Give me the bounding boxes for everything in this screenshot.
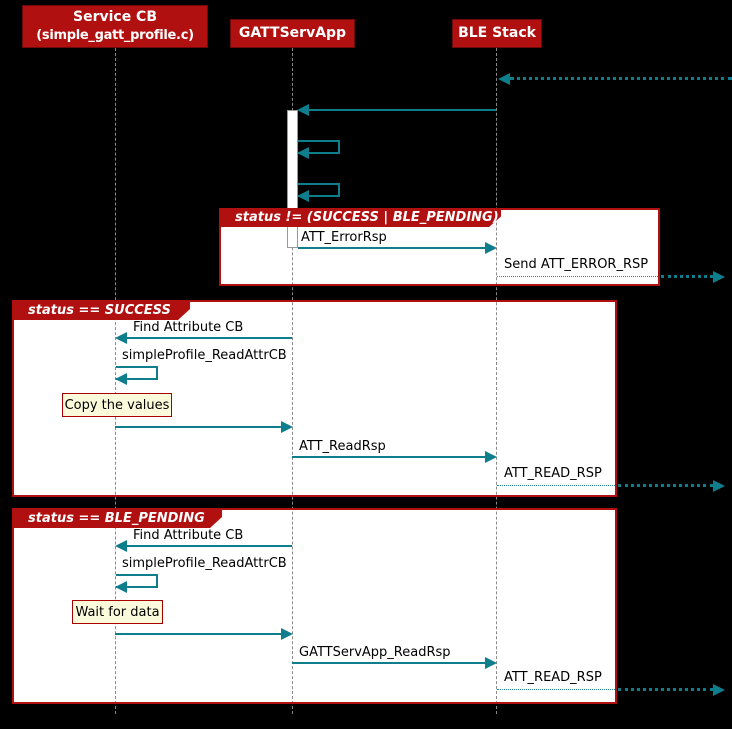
message-label-simpleprofile-readattrcb-2: simpleProfile_ReadAttrCB [122, 556, 287, 571]
gatt-self-message-1-loop [298, 140, 340, 154]
att-errorrsp-arrowhead [485, 242, 497, 254]
att-read-rsp-2-line-outer [618, 688, 713, 691]
message-label-find-attribute-cb-1: Find Attribute CB [133, 320, 244, 335]
participant-service-cb-file: (simple_gatt_profile.c) [36, 28, 194, 44]
message-label-att-errorrsp: ATT_ErrorRsp [301, 230, 387, 245]
find-attribute-cb-2-line [126, 545, 292, 547]
simpleprofile-readattrcb-1-arrowhead [115, 373, 127, 385]
att-read-rsp-1-line-outer [618, 484, 713, 487]
att-read-rsp-1-arrowhead [713, 480, 725, 492]
gatt-self-message-1-arrowhead [297, 147, 309, 159]
incoming-read-request-line [510, 77, 732, 80]
service-to-gatt-arrowhead-1 [281, 421, 293, 433]
message-label-simpleprofile-readattrcb-1: simpleProfile_ReadAttrCB [122, 348, 287, 363]
gattservapp-readrsp-line [292, 662, 486, 664]
message-label-att-read-rsp-2: ATT_READ_RSP [504, 670, 602, 685]
incoming-read-request-arrowhead [498, 73, 510, 85]
send-att-error-rsp-line-inner [497, 276, 658, 277]
fragment-error-guard: status != (SUCCESS | BLE_PENDING) [219, 208, 501, 227]
send-att-error-rsp-arrowhead [713, 271, 725, 283]
find-attribute-cb-1-line [126, 337, 292, 339]
lifeline-gattservapp [292, 48, 293, 714]
fragment-success-guard: status == SUCCESS [12, 300, 190, 320]
participant-gattservapp-name: GATTServApp [238, 25, 347, 42]
send-att-error-rsp-line-outer [661, 275, 713, 278]
participant-ble-stack-name: BLE Stack [458, 25, 536, 42]
simpleprofile-readattrcb-2-arrowhead [115, 581, 127, 593]
find-attribute-cb-1-arrowhead [115, 332, 127, 344]
participant-gattservapp: GATTServApp [230, 19, 355, 48]
att-read-rsp-2-arrowhead [713, 684, 725, 696]
participant-service-cb-name: Service CB [72, 9, 158, 26]
att-read-rsp-1-line-inner [497, 485, 615, 486]
gattservapp-readrsp-arrowhead [485, 657, 497, 669]
gatt-self-message-2-loop [298, 183, 340, 197]
message-label-send-att-error-rsp: Send ATT_ERROR_RSP [504, 257, 649, 272]
att-read-rsp-2-line-inner [497, 689, 615, 690]
service-to-gatt-line-2 [115, 633, 282, 635]
lifeline-ble-stack [496, 48, 497, 714]
participant-service-cb: Service CB (simple_gatt_profile.c) [22, 5, 208, 48]
att-errorrsp-line [298, 247, 486, 249]
ble-to-gatt-line [307, 109, 496, 111]
simpleprofile-readattrcb-2-loop [116, 574, 158, 588]
message-label-gattservapp-readrsp: GATTServApp_ReadRsp [299, 645, 451, 660]
participant-ble-stack: BLE Stack [452, 19, 542, 48]
activation-bar-gattservapp [287, 110, 298, 248]
att-readrsp-arrowhead [485, 451, 497, 463]
gatt-self-message-2-arrowhead [297, 190, 309, 202]
message-label-att-readrsp: ATT_ReadRsp [299, 439, 386, 454]
fragment-ble-pending-guard: status == BLE_PENDING [12, 508, 222, 528]
message-label-att-read-rsp-1: ATT_READ_RSP [504, 466, 602, 481]
service-to-gatt-line-1 [115, 426, 282, 428]
service-to-gatt-arrowhead-2 [281, 628, 293, 640]
att-readrsp-line [292, 456, 486, 458]
ble-to-gatt-arrowhead [297, 104, 309, 116]
note-copy-the-values: Copy the values [62, 393, 172, 417]
simpleprofile-readattrcb-1-loop [116, 366, 158, 380]
find-attribute-cb-2-arrowhead [115, 540, 127, 552]
message-label-find-attribute-cb-2: Find Attribute CB [133, 528, 244, 543]
note-wait-for-data: Wait for data [72, 600, 163, 624]
